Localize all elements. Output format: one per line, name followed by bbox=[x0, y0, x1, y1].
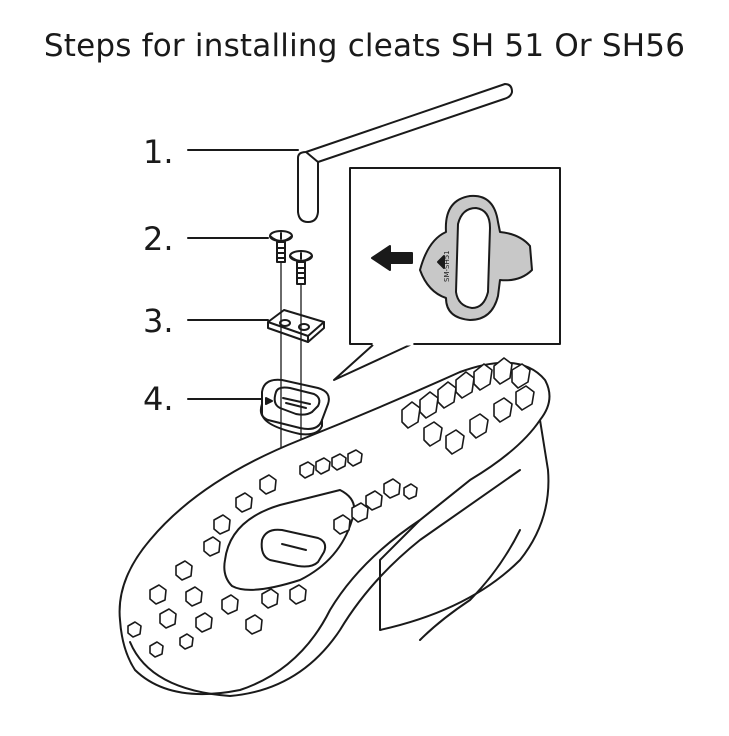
cleat-screw-icon bbox=[289, 250, 313, 285]
step-label-3: 3. bbox=[143, 302, 174, 340]
cleat-nut-plate-icon bbox=[267, 309, 325, 343]
sole-lugs bbox=[401, 357, 535, 455]
step-leader-lines bbox=[187, 149, 299, 400]
cleat-detail-inset: SM-SH51 bbox=[333, 167, 561, 381]
cleat-icon bbox=[259, 378, 330, 436]
step-label-1: 1. bbox=[143, 133, 174, 171]
diagram-title: Steps for installing cleats SH 51 Or SH5… bbox=[43, 28, 686, 64]
sole-lugs bbox=[127, 449, 418, 658]
shoe-sole-illustration bbox=[118, 357, 551, 697]
step-label-2: 2. bbox=[143, 220, 174, 258]
hex-key-icon bbox=[297, 83, 513, 223]
step-label-4: 4. bbox=[143, 380, 174, 418]
cleat-marking: SM-SH51 bbox=[443, 250, 451, 282]
cleat-screw-icon bbox=[269, 230, 293, 263]
direction-arrow-icon bbox=[371, 245, 413, 271]
